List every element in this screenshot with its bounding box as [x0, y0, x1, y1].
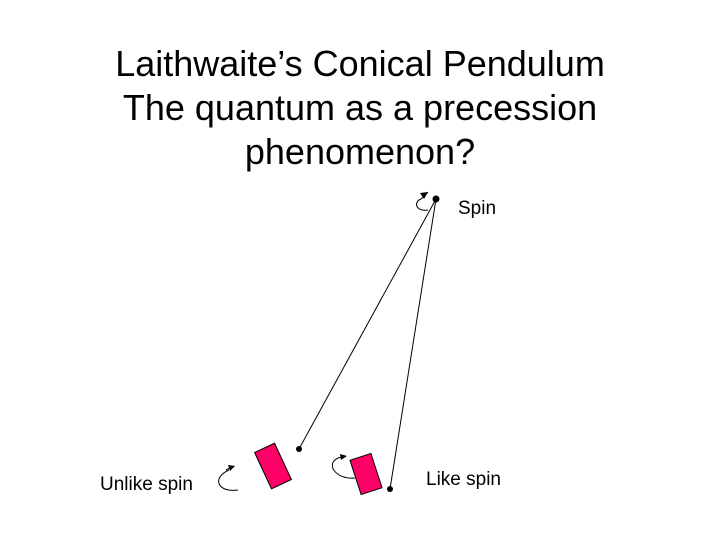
unlike-spin-label: Unlike spin: [100, 474, 193, 496]
left-pendulum-string: [299, 199, 436, 449]
right-pendulum-bob: [350, 453, 382, 494]
left-pendulum-bob: [255, 443, 292, 489]
like-spin-label: Like spin: [426, 469, 501, 491]
right-string-attachment: [387, 486, 393, 492]
pivot-point: [433, 196, 440, 203]
spin-label: Spin: [458, 198, 496, 220]
spin-arrow-icon: [417, 192, 428, 210]
right-pendulum-string: [390, 199, 436, 489]
unlike-spin-arrow-icon: [219, 465, 238, 490]
left-string-attachment: [296, 446, 302, 452]
